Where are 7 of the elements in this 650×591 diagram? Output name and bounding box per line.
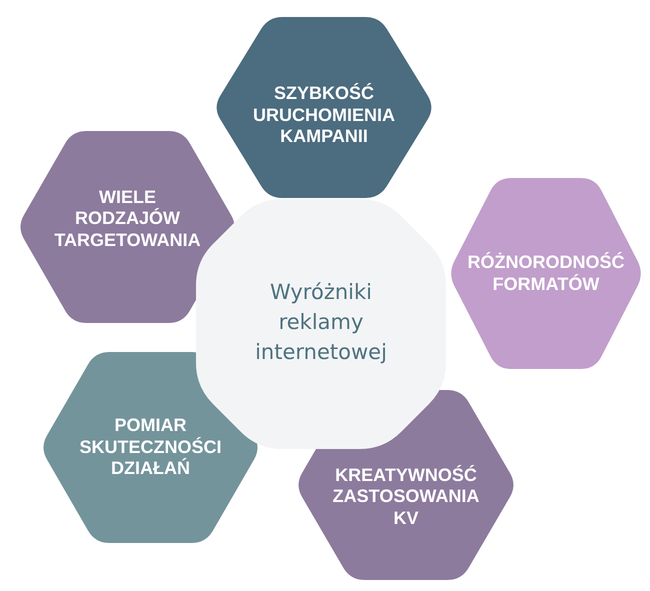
center-title: Wyróżniki reklamy internetowej [254, 279, 388, 366]
tile-label: SZYBKOŚĆ URUCHOMIENIA KAMPANII [252, 83, 396, 148]
tile-label: WIELE RODZAJÓW TARGETOWANIA [53, 186, 202, 252]
tile-label: RÓŻNORODNOŚĆ FORMATÓW [466, 252, 626, 296]
tile-label: POMIAR SKUTECZNOŚCI DZIAŁAŃ [78, 415, 222, 480]
hexagon-tile [448, 178, 644, 369]
tile-label: KREATYWNOŚĆ ZASTOSOWANIA KV [332, 464, 480, 530]
